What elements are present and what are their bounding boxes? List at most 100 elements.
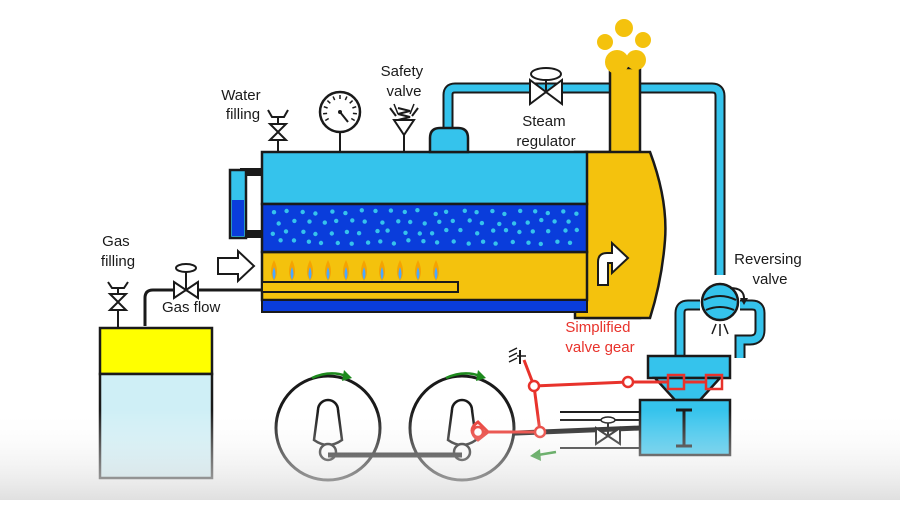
- water-bubble: [403, 231, 407, 235]
- water-bubble: [467, 241, 471, 245]
- ash-pan: [262, 300, 587, 312]
- water-bubble: [307, 219, 311, 223]
- water-bubble: [343, 211, 347, 215]
- water-bubble: [555, 240, 559, 244]
- steam-regulator-label: Steam regulator: [516, 113, 575, 150]
- water-filling-label: Water filling: [221, 87, 265, 123]
- water-bubble: [458, 228, 462, 232]
- water-bubble: [272, 210, 276, 214]
- water-bubble: [539, 242, 543, 246]
- water-bubble: [319, 241, 323, 245]
- water-bubble: [284, 209, 288, 213]
- water-bubble: [444, 210, 448, 214]
- water-bubble: [475, 231, 479, 235]
- water-bubble: [375, 229, 379, 233]
- water-bubble: [406, 238, 410, 242]
- water-bubble: [481, 240, 485, 244]
- water-bubble: [292, 219, 296, 223]
- water-bubble: [403, 210, 407, 214]
- water-bubble: [463, 209, 467, 213]
- water-bubble: [568, 241, 572, 245]
- water-bubble: [575, 228, 579, 232]
- water-bubble: [451, 219, 455, 223]
- water-bubble: [511, 240, 515, 244]
- water-bubble: [392, 241, 396, 245]
- water-bubble: [336, 241, 340, 245]
- gas-flow-label: Gas flow: [162, 299, 221, 316]
- water-bubble: [292, 238, 296, 242]
- water-bubble: [444, 228, 448, 232]
- water-bubble: [313, 211, 317, 215]
- water-bubble: [512, 221, 516, 225]
- water-bubble: [357, 231, 361, 235]
- water-bubble: [526, 241, 530, 245]
- water-bubble: [334, 219, 338, 223]
- water-bubble: [389, 208, 393, 212]
- water-bubble: [415, 208, 419, 212]
- water-bubble: [437, 220, 441, 224]
- water-bubble: [533, 209, 537, 213]
- air-intake-arrow: [218, 251, 254, 281]
- water-bubble: [546, 229, 550, 233]
- water-bubble: [574, 212, 578, 216]
- water-bubble: [474, 210, 478, 214]
- water-bubble: [552, 219, 556, 223]
- water-bubble: [531, 229, 535, 233]
- water-bubble: [366, 240, 370, 244]
- gas-flow-valve-icon: [174, 264, 198, 298]
- water-bubble: [561, 209, 565, 213]
- water-bubble: [418, 231, 422, 235]
- burner-tube: [262, 282, 458, 292]
- safety-valve-icon: [390, 104, 418, 152]
- water-bubble: [345, 230, 349, 234]
- water-bubble: [380, 220, 384, 224]
- water-filling-valve-icon: [268, 110, 288, 152]
- water-bubble: [350, 242, 354, 246]
- water-bubble: [452, 239, 456, 243]
- water-sight-glass: [230, 168, 262, 238]
- water-bubble: [518, 209, 522, 213]
- water-bubble: [277, 221, 281, 225]
- water-bubble: [546, 211, 550, 215]
- water-bubble: [330, 209, 334, 213]
- water-bubble: [468, 218, 472, 222]
- bottom-fade-overlay: [0, 410, 900, 500]
- safety-valve-label: Safety valve: [381, 63, 428, 100]
- water-bubble: [307, 240, 311, 244]
- water-bubble: [373, 209, 377, 213]
- water-bubble: [378, 239, 382, 243]
- water-bubble: [313, 232, 317, 236]
- smokebox: [575, 152, 665, 318]
- water-bubble: [330, 231, 334, 235]
- water-bubble: [278, 238, 282, 242]
- water-bubble: [408, 220, 412, 224]
- water-bubble: [517, 230, 521, 234]
- water-bubble: [301, 210, 305, 214]
- water-bubble: [434, 212, 438, 216]
- water-bubble: [491, 228, 495, 232]
- water-bubble: [301, 230, 305, 234]
- water-bubble: [430, 231, 434, 235]
- water-bubble: [360, 208, 364, 212]
- reversing-valve-label: Reversing valve: [734, 251, 806, 288]
- pressure-gauge-icon: [320, 92, 360, 152]
- water-bubble: [502, 212, 506, 216]
- water-bubble: [490, 209, 494, 213]
- water-bubble: [497, 222, 501, 226]
- water-bubble: [350, 218, 354, 222]
- gas-filling-label: Gas filling: [101, 233, 135, 270]
- water-bubble: [421, 239, 425, 243]
- water-bubble: [526, 220, 530, 224]
- water-bubble: [385, 228, 389, 232]
- water-bubble: [493, 241, 497, 245]
- water-bubble: [563, 228, 567, 232]
- water-bubble: [363, 219, 367, 223]
- water-bubble: [504, 228, 508, 232]
- water-bubble: [323, 220, 327, 224]
- water-bubble: [423, 221, 427, 225]
- water-bubble: [284, 229, 288, 233]
- water-bubble: [396, 219, 400, 223]
- boiler-water: [262, 204, 587, 252]
